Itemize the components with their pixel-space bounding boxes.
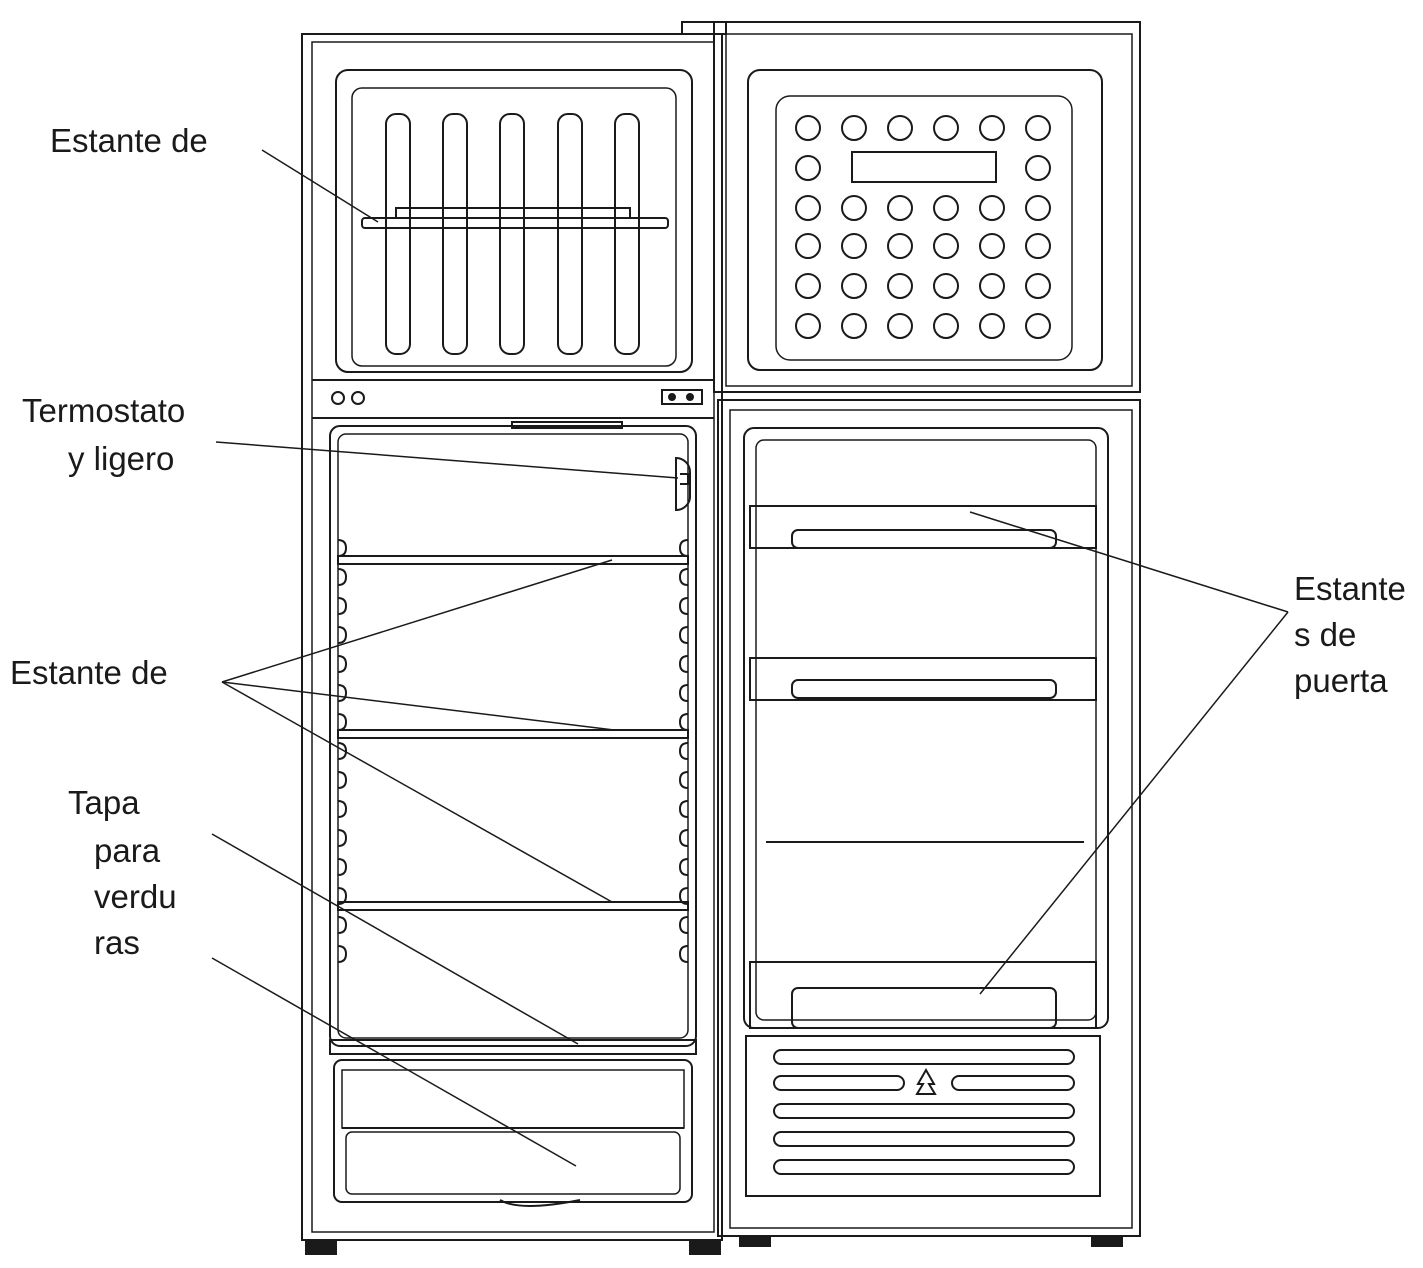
door-display-panel <box>851 151 997 183</box>
egg-hole <box>979 273 1005 299</box>
door-shelf-2 <box>749 657 1097 701</box>
egg-hole <box>1025 233 1051 259</box>
egg-hole <box>887 115 913 141</box>
door-shelf-3 <box>749 961 1097 1029</box>
door-shelves <box>749 505 1097 1029</box>
egg-hole <box>887 195 913 221</box>
shelf-rail-left <box>337 539 348 963</box>
label-door-shelves: Estante <box>1294 570 1406 607</box>
egg-hole <box>887 313 913 339</box>
leader-fridge-shelf-2 <box>221 681 615 731</box>
leader-crisper-drawer <box>211 957 577 1167</box>
leader-crisper-cover <box>211 833 579 1045</box>
egg-hole <box>795 233 821 259</box>
egg-hole <box>841 195 867 221</box>
fridge-compartment <box>329 421 697 1047</box>
egg-tray <box>795 115 1051 339</box>
egg-hole <box>933 195 959 221</box>
fridge-shelf-1 <box>337 555 689 565</box>
label-thermostat-line2: y ligero <box>68 440 175 477</box>
egg-hole <box>887 233 913 259</box>
label-crisper-cover-line3: verdu <box>94 878 177 915</box>
egg-hole <box>795 195 821 221</box>
leader-thermostat <box>215 441 679 479</box>
shelf-rail-right <box>678 539 689 963</box>
label-crisper-cover-line2: para <box>94 832 161 869</box>
label-fridge-shelf: Estante de <box>10 654 168 691</box>
label-crisper-cover-line4: ras <box>94 924 140 961</box>
freezer-compartment <box>335 69 693 373</box>
egg-hole <box>841 115 867 141</box>
egg-hole <box>795 155 821 181</box>
egg-hole <box>841 233 867 259</box>
leader-fridge-shelf-3 <box>221 681 613 903</box>
fridge-shelf-3 <box>337 901 689 911</box>
cabinet <box>301 33 723 1255</box>
leader-fridge-shelf-1 <box>221 559 613 683</box>
door-shelf-1 <box>749 505 1097 549</box>
egg-hole <box>795 313 821 339</box>
freezer-door <box>681 21 1141 393</box>
crisper-drawer <box>329 1039 697 1207</box>
leader-lines <box>211 149 1289 1167</box>
fridge-shelf-2 <box>337 729 689 739</box>
egg-hole <box>979 313 1005 339</box>
label-freezer-shelf: Estante de <box>50 122 208 159</box>
leader-door-shelf-1 <box>969 511 1289 613</box>
egg-hole <box>795 273 821 299</box>
label-thermostat: Termostato <box>22 392 186 429</box>
crisper-cover <box>329 1039 697 1055</box>
label-door-shelves-line3: puerta <box>1294 662 1388 699</box>
egg-hole <box>1025 115 1051 141</box>
egg-hole <box>933 313 959 339</box>
leader-door-shelf-3 <box>979 611 1289 995</box>
fridge-door <box>717 399 1141 1247</box>
egg-hole <box>1025 155 1051 181</box>
egg-hole <box>979 233 1005 259</box>
bottom-vent <box>745 1035 1101 1197</box>
egg-hole <box>1025 195 1051 221</box>
egg-hole <box>795 115 821 141</box>
freezer-shelf <box>361 207 669 229</box>
egg-hole <box>1025 273 1051 299</box>
egg-hole <box>841 273 867 299</box>
egg-hole <box>1025 313 1051 339</box>
egg-hole <box>933 115 959 141</box>
label-door-shelves-line2: s de <box>1294 616 1357 653</box>
egg-hole <box>933 233 959 259</box>
egg-hole <box>887 273 913 299</box>
egg-hole <box>933 273 959 299</box>
fridge-shelves <box>337 555 689 911</box>
label-crisper-cover: Tapa <box>68 784 140 821</box>
brand-logo-icon <box>915 1067 937 1095</box>
egg-hole <box>979 195 1005 221</box>
egg-hole <box>841 313 867 339</box>
egg-hole <box>979 115 1005 141</box>
leader-freezer-shelf <box>261 149 379 223</box>
